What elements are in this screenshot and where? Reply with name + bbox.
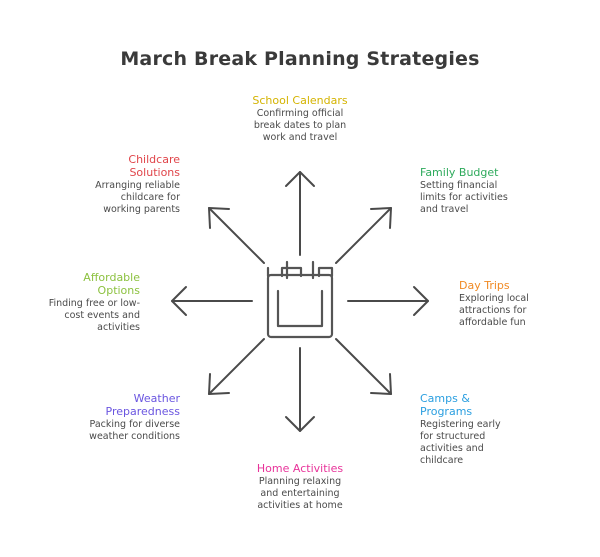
node-affordable-options: Affordable Options Finding free or low- …: [10, 271, 140, 334]
node-title: Home Activities: [256, 462, 344, 475]
node-camps-programs: Camps & Programs Registering early for s…: [420, 392, 560, 467]
node-title: Camps & Programs: [420, 392, 473, 418]
node-home-activities: Home Activities Planning relaxing and en…: [230, 462, 370, 512]
node-description: Arranging reliable childcare for working…: [95, 180, 180, 215]
node-title: School Calendars: [252, 94, 348, 107]
node-title: Affordable Options: [83, 271, 140, 297]
arrow-left: [171, 286, 253, 316]
node-title: Childcare Solutions: [128, 153, 180, 179]
node-title: Day Trips: [459, 279, 510, 292]
node-description: Finding free or low- cost events and act…: [48, 298, 140, 333]
node-title: Family Budget: [420, 166, 499, 179]
calendar-icon: [266, 260, 334, 339]
node-family-budget: Family Budget Setting financial limits f…: [420, 166, 560, 216]
node-description: Registering early for structured activit…: [420, 419, 501, 466]
node-description: Packing for diverse weather conditions: [89, 419, 180, 442]
node-school-calendars: School Calendars Confirming official bre…: [230, 94, 370, 144]
node-weather-preparedness: Weather Preparedness Packing for diverse…: [40, 392, 180, 443]
node-childcare-solutions: Childcare Solutions Arranging reliable c…: [40, 153, 180, 216]
arrow-down: [285, 347, 315, 432]
arrow-up-left: [208, 207, 265, 264]
node-description: Confirming official break dates to plan …: [253, 108, 347, 143]
node-description: Exploring local attractions for affordab…: [459, 293, 529, 328]
node-description: Setting financial limits for activities …: [420, 180, 508, 215]
node-title: Weather Preparedness: [105, 392, 180, 418]
arrow-down-right: [335, 338, 392, 395]
diagram-title: March Break Planning Strategies: [120, 48, 480, 70]
arrow-up: [285, 171, 315, 256]
arrow-down-left: [208, 338, 265, 395]
node-description: Planning relaxing and entertaining activ…: [257, 476, 343, 511]
arrow-right: [347, 286, 429, 316]
node-day-trips: Day Trips Exploring local attractions fo…: [459, 279, 589, 329]
arrow-up-right: [335, 207, 392, 264]
